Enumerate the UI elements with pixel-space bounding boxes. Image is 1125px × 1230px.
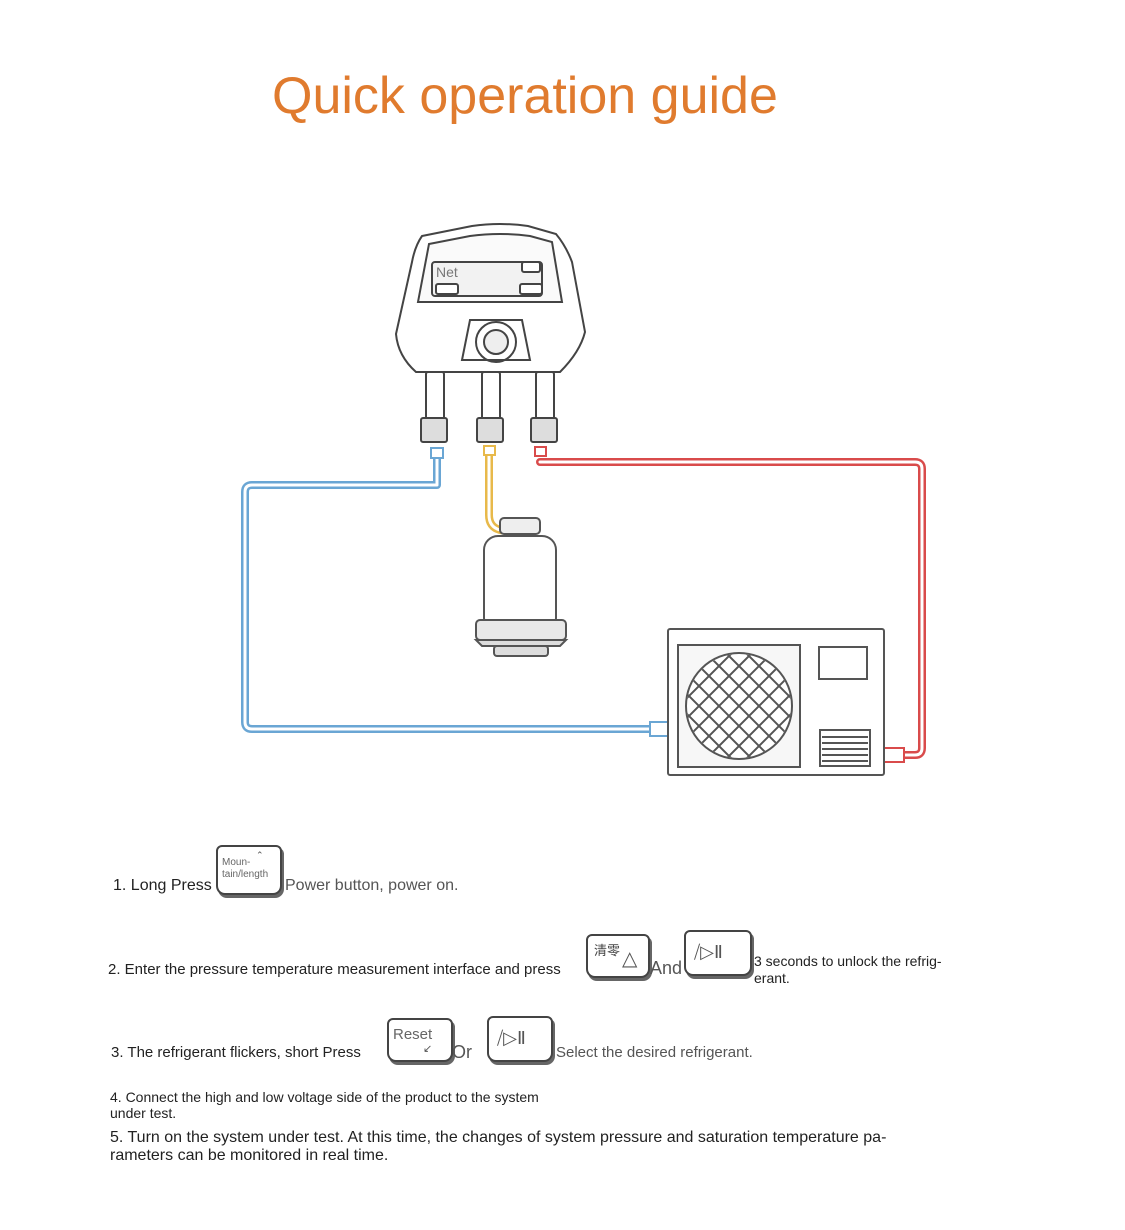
play-pause-key-step-3: ⧸▷Ⅱ [487, 1016, 553, 1062]
ac-vent-louvers [822, 736, 868, 762]
step-2-joiner: And [650, 958, 683, 978]
power-key-label: Moun- tain/length [222, 857, 269, 880]
ac-high-fitting [883, 747, 905, 763]
step-1-before: 1. Long Press [113, 877, 212, 894]
step-1-text: 1. Long Press [113, 877, 212, 895]
zero-key-label: 清零 [594, 943, 621, 958]
manifold-gauge [394, 223, 587, 443]
reset-key: Reset ↙ [387, 1018, 453, 1062]
refrigerant-cylinder [473, 517, 569, 657]
step-4-line-2: under test. [110, 1105, 177, 1121]
step-4-line-1: 4. Connect the high and low voltage side… [110, 1089, 539, 1105]
charge-fitting [483, 445, 496, 456]
device-screen-label: Net [436, 264, 458, 280]
step-2-after-line-1: 3 seconds to unlock the refrig- [754, 953, 942, 969]
zero-triangle-key: 清零 △ [586, 934, 650, 978]
low-side-fitting [430, 447, 444, 459]
connection-diagram: Net [241, 223, 926, 776]
power-button-key: Moun- tain/length ⌃ [216, 845, 282, 895]
reset-key-label: Reset [393, 1026, 433, 1043]
step-3-after: Select the desired refrigerant. [556, 1044, 753, 1061]
reset-icon: ↙ [423, 1042, 433, 1055]
page-title: Quick operation guide [272, 67, 778, 125]
step-2-before: 2. Enter the pressure temperature measur… [108, 961, 561, 978]
step-5-line-1: 5. Turn on the system under test. At thi… [110, 1129, 887, 1146]
step-2-after-line-2: erant. [754, 970, 790, 986]
play-pause-icon: ⧸▷Ⅱ [694, 942, 723, 963]
play-pause-key-step-2: ⧸▷Ⅱ [684, 930, 752, 976]
power-icon: ⌃ [256, 851, 264, 861]
play-pause-icon: ⧸▷Ⅱ [497, 1028, 526, 1049]
low-side-hose [241, 451, 664, 733]
high-side-fitting [534, 446, 547, 457]
triangle-up-icon: △ [622, 946, 638, 970]
high-side-hose [536, 458, 926, 759]
step-3-before: 3. The refrigerant flickers, short Press [111, 1044, 361, 1061]
step-5-line-2: rameters can be monitored in real time. [110, 1147, 389, 1164]
step-1-after: Power button, power on. [285, 877, 459, 894]
step-3-joiner: Or [452, 1042, 472, 1062]
